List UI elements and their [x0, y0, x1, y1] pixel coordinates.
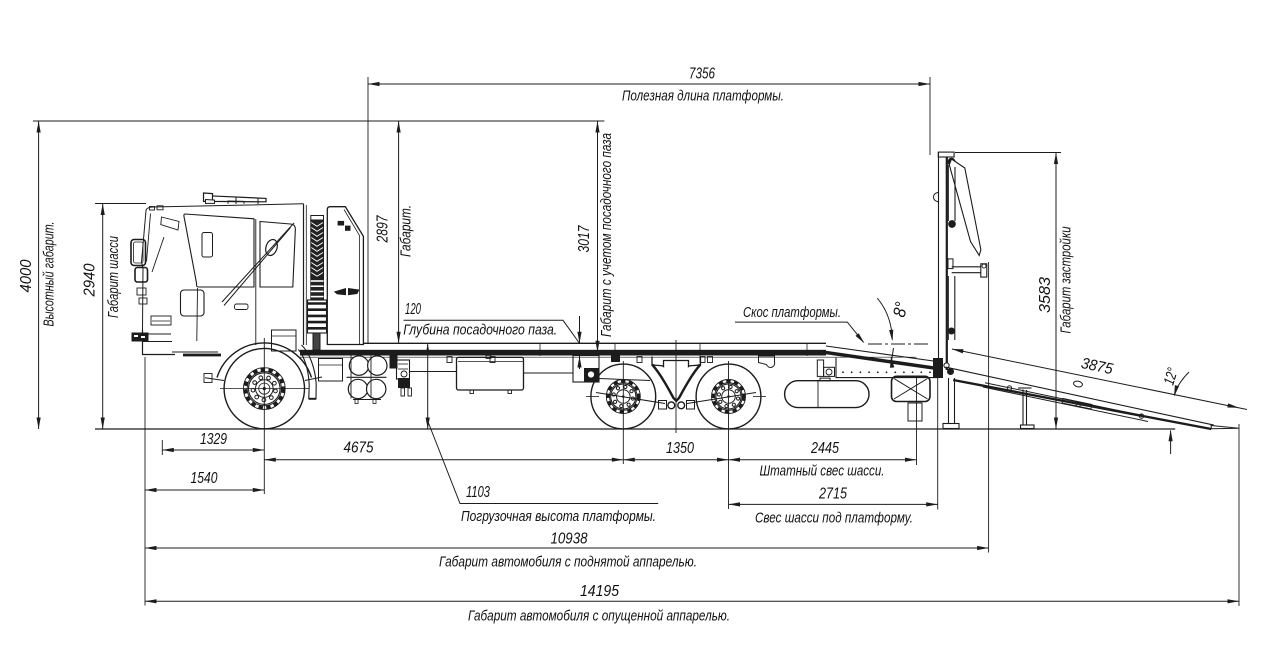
svg-text:Глубина посадочного паза.: Глубина посадочного паза. — [403, 323, 557, 339]
svg-text:4675: 4675 — [344, 440, 374, 457]
svg-text:1103: 1103 — [466, 484, 490, 501]
svg-text:3017: 3017 — [576, 224, 593, 252]
svg-text:14195: 14195 — [580, 583, 619, 600]
svg-text:1540: 1540 — [191, 470, 218, 487]
svg-text:Габарит автомобиля с поднятой: Габарит автомобиля с поднятой аппарелью. — [439, 555, 697, 571]
svg-text:Габарит автомобиля с опущенной: Габарит автомобиля с опущенной аппарелью… — [468, 609, 730, 625]
svg-text:Свес шасси под платформу.: Свес шасси под платформу. — [755, 511, 913, 527]
svg-text:3875: 3875 — [1080, 355, 1115, 378]
svg-text:3583: 3583 — [1037, 277, 1054, 313]
svg-text:Полезная длина платформы.: Полезная длина платформы. — [622, 89, 784, 105]
svg-text:Габарит шасси: Габарит шасси — [106, 236, 122, 318]
svg-text:120: 120 — [405, 301, 421, 318]
svg-text:Погрузочная высота платформы.: Погрузочная высота платформы. — [461, 509, 656, 525]
svg-text:2940: 2940 — [82, 263, 99, 297]
svg-text:4000: 4000 — [18, 259, 35, 292]
svg-text:8°: 8° — [889, 300, 912, 319]
svg-text:2715: 2715 — [818, 486, 847, 503]
svg-text:2897: 2897 — [375, 214, 392, 243]
svg-text:2445: 2445 — [810, 440, 839, 457]
svg-text:1329: 1329 — [200, 431, 227, 448]
svg-text:Высотный габарит.: Высотный габарит. — [42, 222, 58, 327]
svg-text:10938: 10938 — [551, 531, 588, 548]
svg-text:7356: 7356 — [689, 66, 715, 83]
svg-text:Габарит.: Габарит. — [399, 205, 415, 257]
svg-text:Габарит застройки: Габарит застройки — [1059, 227, 1075, 334]
svg-text:Скос платформы.: Скос платформы. — [743, 305, 841, 321]
svg-text:1350: 1350 — [666, 440, 694, 457]
svg-text:12°: 12° — [1161, 366, 1182, 387]
svg-text:Штатный свес шасси.: Штатный свес шасси. — [760, 464, 885, 480]
svg-text:Габарит с учетом посадочного п: Габарит с учетом посадочного паза — [599, 133, 615, 337]
